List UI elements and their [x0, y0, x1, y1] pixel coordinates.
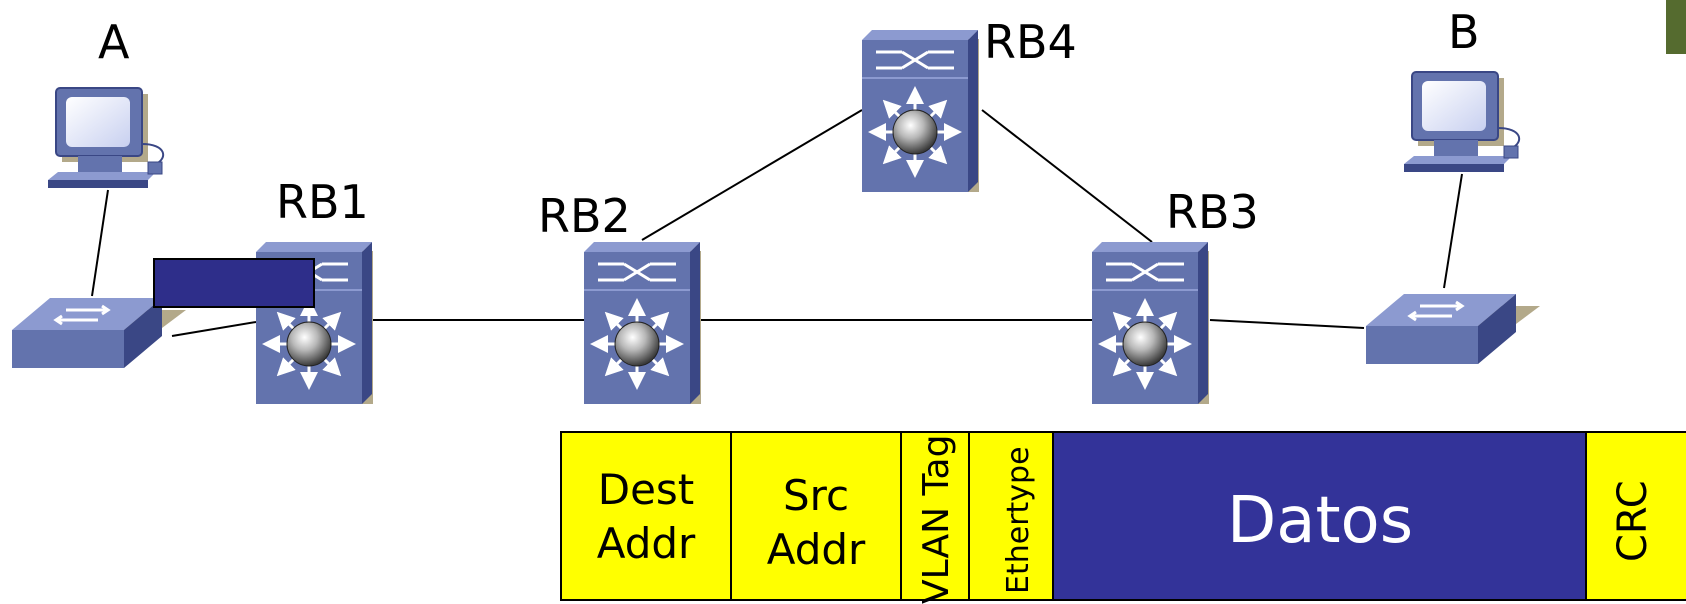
frame-field-vlan-tag — [900, 431, 970, 601]
link-a-switch — [91, 189, 109, 297]
frame-field-crc — [1585, 431, 1686, 601]
corner-accent — [1666, 0, 1686, 54]
switch-right-icon — [1364, 292, 1542, 366]
datos-label: Datos — [1227, 484, 1413, 558]
vlan-tag-label: VLAN Tag — [916, 435, 957, 604]
link-rb3-switch — [1209, 319, 1365, 329]
ethertype-label: Ethertype — [1001, 446, 1036, 594]
ethernet-frame: Dest Addr Src Addr VLAN Tag Ethertype Da… — [560, 431, 1686, 604]
host-b-computer-icon — [1403, 71, 1521, 173]
frame-in-transit — [153, 258, 315, 308]
frame-field-src-addr — [730, 431, 902, 601]
link-switch-rb1 — [171, 321, 257, 337]
network-links — [91, 109, 1463, 337]
src-addr-label-line1: Src — [783, 471, 849, 520]
rb2-rbridge-icon — [584, 242, 701, 404]
rb3-rbridge-icon — [1092, 242, 1209, 404]
src-addr-label-line2: Addr — [767, 525, 866, 574]
link-rb4-rb3 — [981, 109, 1153, 243]
rb2-label: RB2 — [538, 189, 631, 243]
frame-field-dest-addr — [560, 431, 732, 601]
link-b-switch — [1443, 173, 1463, 289]
host-b-label: B — [1448, 5, 1480, 59]
dest-addr-label-line1: Dest — [598, 465, 695, 514]
host-a-label: A — [98, 15, 130, 69]
switch-left-icon — [10, 296, 188, 370]
rb1-label: RB1 — [276, 175, 369, 229]
host-a-computer-icon — [47, 87, 165, 189]
crc-label: CRC — [1610, 480, 1656, 562]
rb3-label: RB3 — [1166, 185, 1259, 239]
dest-addr-label-line2: Addr — [597, 519, 696, 568]
rb4-rbridge-icon — [862, 30, 979, 192]
rb4-label: RB4 — [984, 15, 1077, 69]
link-rb2-rb4 — [641, 109, 863, 241]
